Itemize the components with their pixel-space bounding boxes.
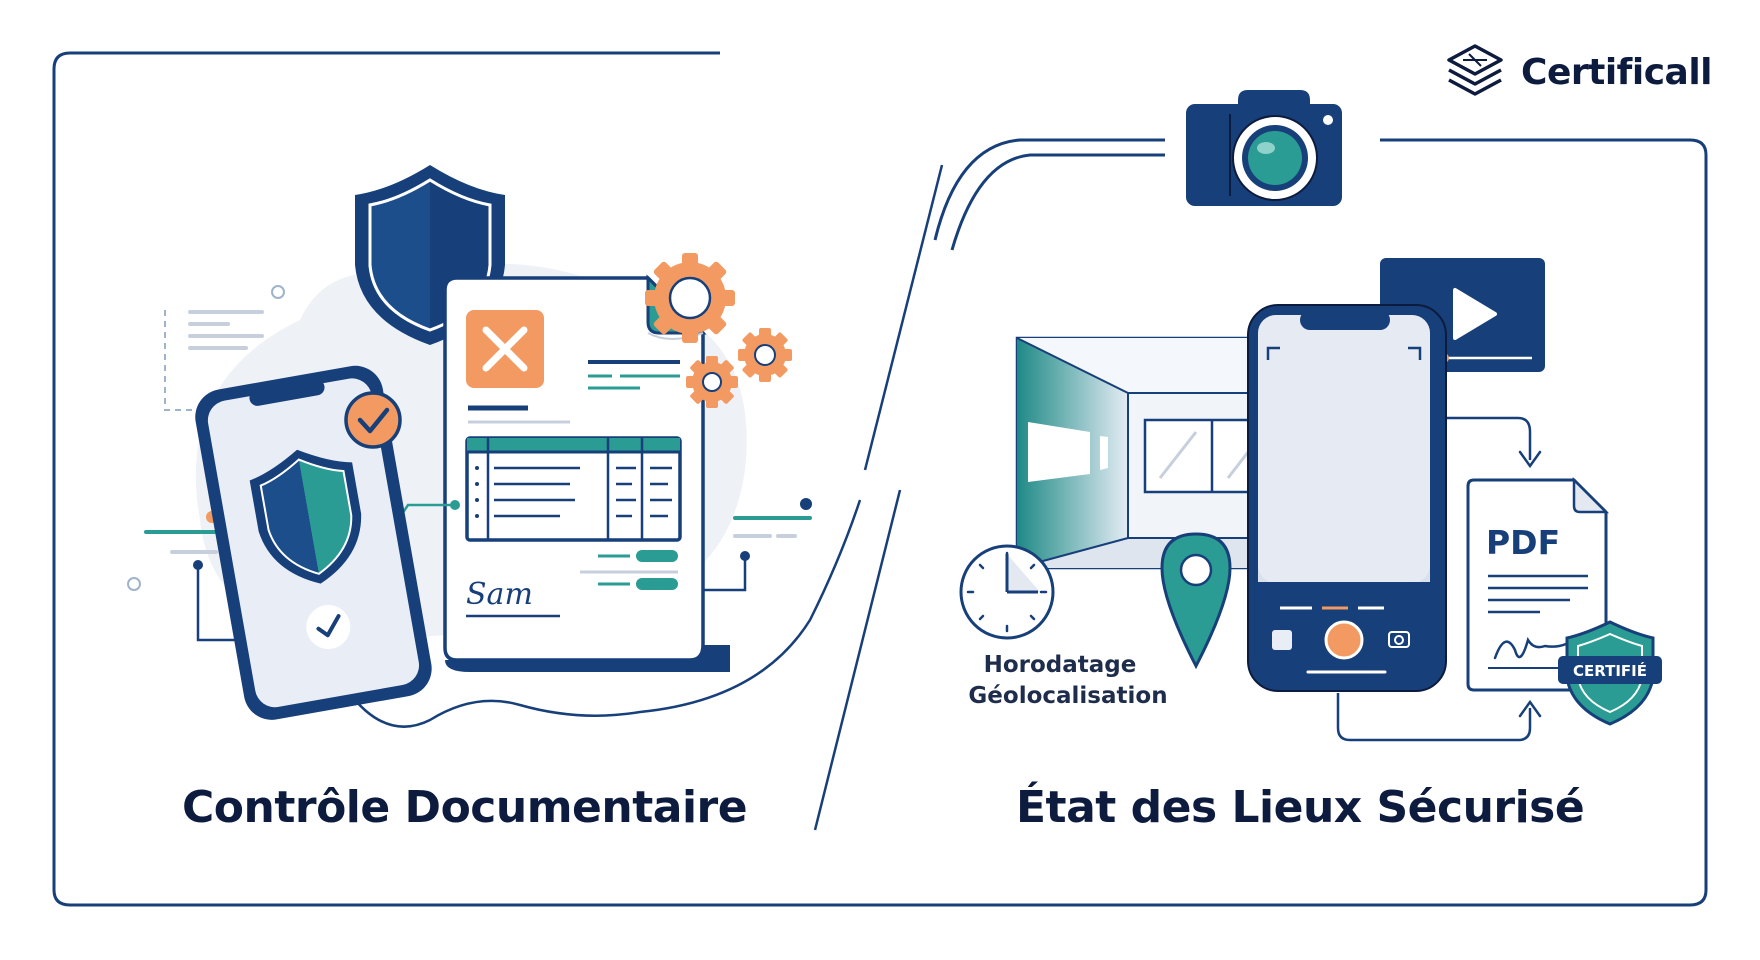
gear-icon bbox=[645, 253, 735, 343]
camera-icon bbox=[1388, 631, 1410, 648]
certified-label: CERTIFIÉ bbox=[1573, 661, 1647, 680]
reject-icon bbox=[466, 310, 544, 388]
brand-name: Certificall bbox=[1521, 51, 1712, 93]
connector-curve bbox=[354, 499, 862, 728]
phone-illustration bbox=[1247, 304, 1447, 692]
geolocation-label: Géolocalisation bbox=[968, 683, 1168, 709]
gear-icon bbox=[738, 328, 792, 382]
outer-frame bbox=[52, 51, 1708, 907]
timestamp-label: Horodatage bbox=[983, 652, 1137, 678]
left-caption: Contrôle Documentaire bbox=[182, 782, 748, 833]
right-caption: État des Lieux Sécurisé bbox=[1016, 782, 1585, 833]
document-signature: Sam bbox=[466, 577, 533, 612]
check-badge-icon bbox=[344, 391, 402, 449]
phone-illustration bbox=[195, 365, 432, 720]
brand-logo: Certificall bbox=[1443, 40, 1712, 104]
camera-icon bbox=[1186, 90, 1342, 206]
clock-icon bbox=[959, 544, 1055, 640]
stacked-layers-icon bbox=[1447, 44, 1503, 96]
decorative-code-lines bbox=[188, 310, 264, 350]
shield-icon bbox=[249, 449, 362, 584]
document-table bbox=[465, 436, 682, 542]
gear-icon bbox=[686, 356, 738, 408]
location-pin-icon bbox=[1160, 532, 1232, 670]
left-panel-illustration: Sam bbox=[127, 165, 862, 728]
pdf-label: PDF bbox=[1486, 523, 1560, 562]
right-panel-illustration: PDF CERTIFIÉ bbox=[959, 90, 1662, 742]
certified-badge: CERTIFIÉ bbox=[1558, 620, 1662, 726]
